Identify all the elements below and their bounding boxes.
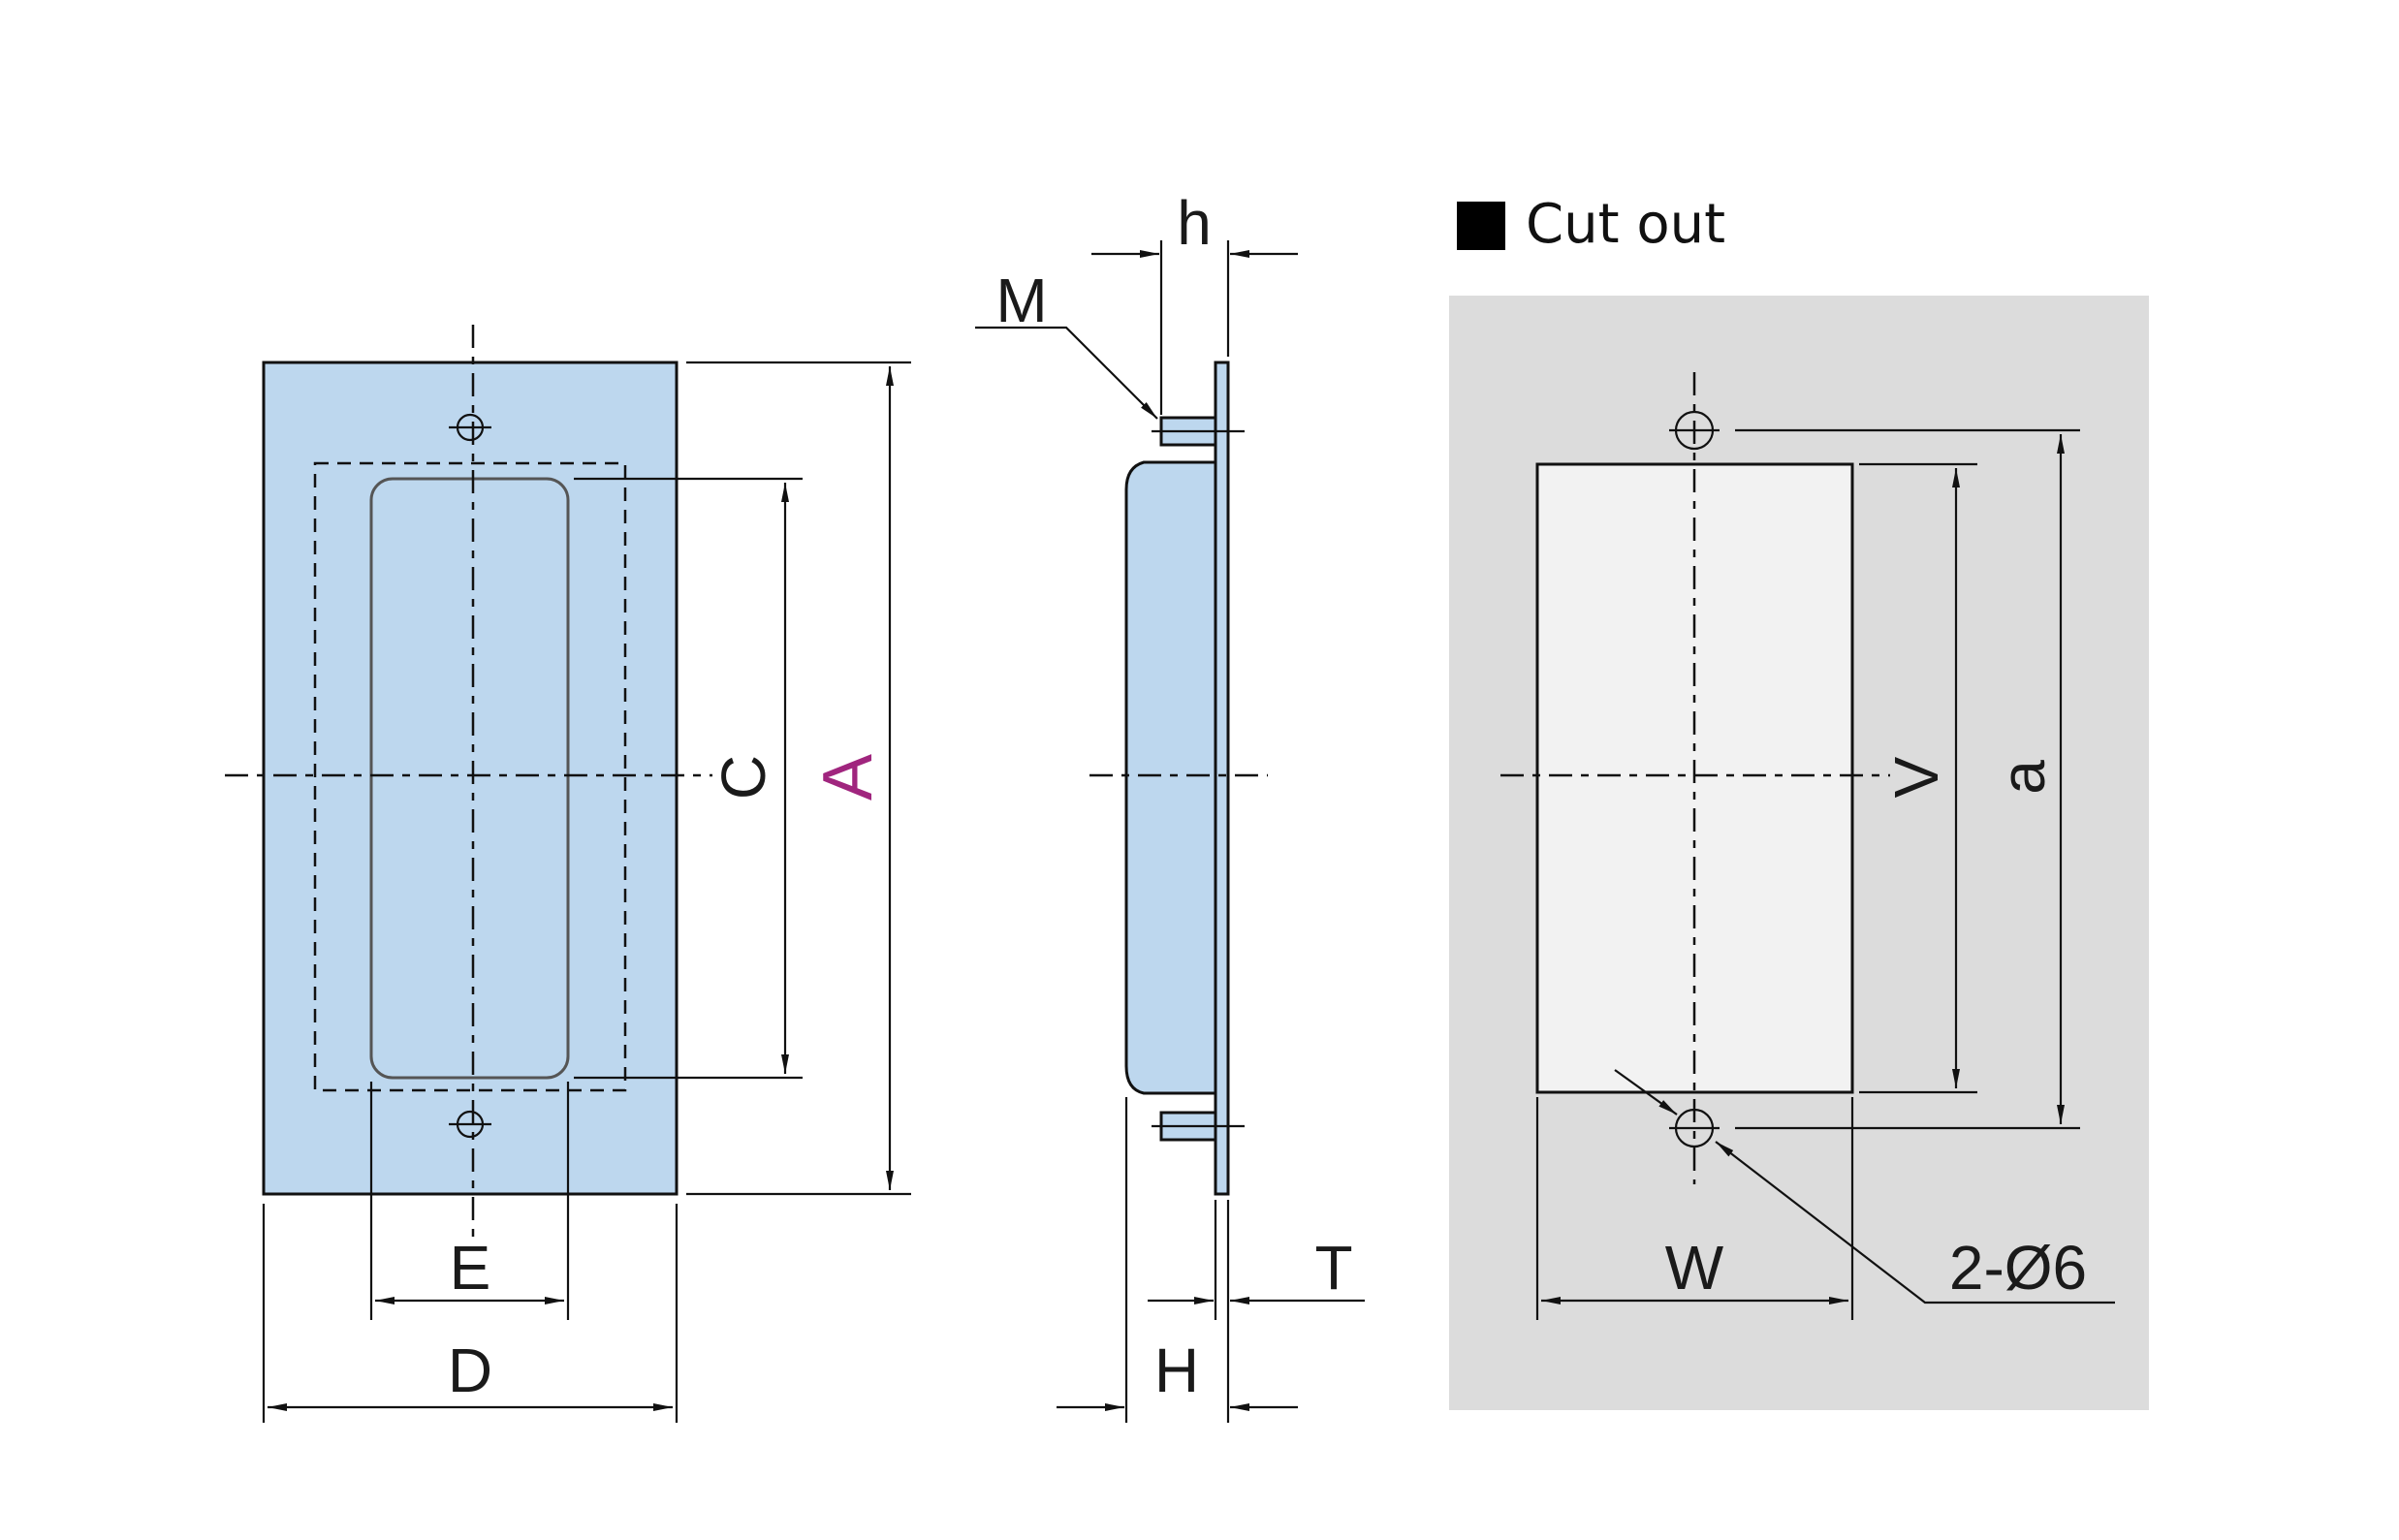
- dimension-h: h: [1091, 188, 1298, 415]
- label-D: D: [448, 1336, 492, 1405]
- label-V: V: [1881, 756, 1951, 798]
- label-hole: 2-Ø6: [1949, 1233, 2087, 1303]
- label-T: T: [1314, 1233, 1352, 1303]
- dimension-W: W: [1535, 1097, 1854, 1320]
- label-C: C: [709, 755, 778, 800]
- top-screw-hole: [449, 413, 491, 442]
- dimension-a: a: [1735, 428, 2080, 1130]
- label-W: W: [1665, 1233, 1724, 1303]
- side-view: h M H T: [975, 188, 1365, 1423]
- bottom-screw-hole: [449, 1110, 491, 1139]
- recess-body: [1124, 460, 1217, 1095]
- label-M: M: [995, 266, 1047, 335]
- flange-plate: [1214, 361, 1230, 1196]
- dimension-A: A: [686, 361, 911, 1196]
- finger-pocket: [369, 477, 570, 1080]
- cutout-top-hole: [1669, 410, 1720, 451]
- hidden-recess-outline: [313, 461, 627, 1092]
- legend-square: [1457, 202, 1505, 250]
- dimension-E: E: [369, 1082, 570, 1320]
- legend-label: Cut out: [1526, 193, 1725, 256]
- dimension-D: D: [262, 1204, 679, 1423]
- label-a: a: [1988, 760, 2058, 795]
- cutout-view: V a W 2-Ø6: [1449, 296, 2149, 1410]
- dimension-V: V: [1859, 462, 1977, 1094]
- label-h: h: [1177, 188, 1212, 258]
- front-view: A C E D: [225, 325, 911, 1423]
- dimension-C: C: [574, 477, 803, 1080]
- leader-M: M: [975, 266, 1158, 420]
- dimension-H: H: [1057, 1097, 1298, 1423]
- label-A: A: [809, 754, 887, 801]
- label-H: H: [1154, 1336, 1199, 1405]
- cutout-bottom-hole: [1669, 1108, 1720, 1148]
- dimension-T: T: [1148, 1200, 1365, 1320]
- label-E: E: [450, 1233, 491, 1303]
- hole-callout: 2-Ø6: [1614, 1069, 2115, 1304]
- cutout-legend: Cut out: [1457, 193, 1725, 256]
